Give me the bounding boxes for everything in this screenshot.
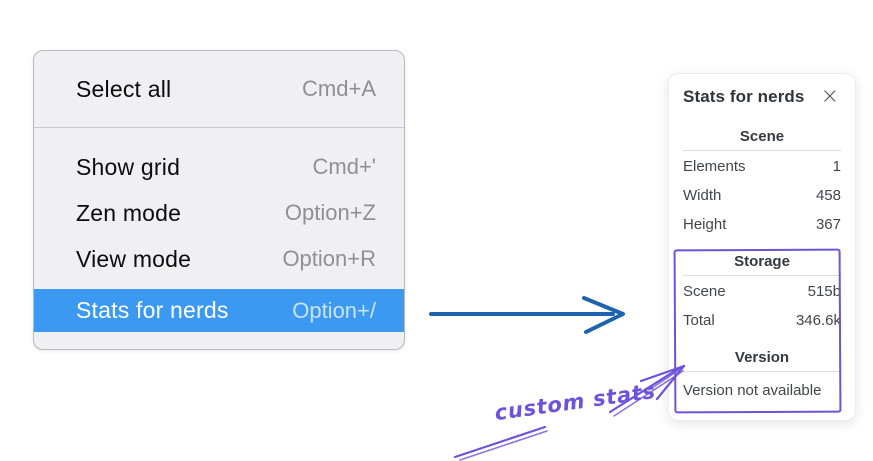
stat-label: Width (683, 187, 722, 204)
stats-panel-title: Stats for nerds (683, 87, 805, 106)
section-header-version: Version (734, 349, 790, 366)
menu-item-shortcut: Cmd+' (312, 154, 377, 179)
section-header-scene: Scene (739, 128, 785, 145)
pointer-arrow (429, 296, 625, 334)
section-divider (683, 371, 841, 372)
stat-row-height: Height 367 (683, 210, 841, 239)
custom-stats-annotation-label: custom stats (493, 378, 658, 426)
menu-item-shortcut: Option+R (282, 246, 376, 271)
section-header-storage: Storage (734, 253, 790, 270)
stat-label: Scene (683, 283, 726, 300)
stat-value: 346.6k (795, 312, 841, 329)
menu-item-select-all[interactable]: Select all Cmd+A (34, 51, 404, 127)
menu-group: Show grid Cmd+' Zen mode Option+Z View m… (34, 128, 404, 332)
menu-item-label: Show grid (76, 153, 181, 180)
context-menu: Select all Cmd+A Show grid Cmd+' Zen mod… (33, 50, 405, 350)
version-status-text: Version not available (683, 382, 822, 399)
stat-value: 1 (832, 158, 841, 175)
stat-row-elements: Elements 1 (683, 152, 841, 181)
section-divider (683, 275, 841, 276)
stat-label: Elements (683, 158, 746, 175)
annotation-arrow (453, 364, 686, 461)
menu-divider (34, 127, 404, 128)
menu-item-zen-mode[interactable]: Zen mode Option+Z (34, 190, 404, 236)
stat-row-total-size: Total 346.6k (683, 306, 841, 335)
menu-item-label: Zen mode (76, 199, 182, 226)
stats-panel-header: Stats for nerds × (683, 86, 841, 108)
stat-row-width: Width 458 (683, 181, 841, 210)
stat-value: 458 (815, 187, 841, 204)
menu-item-show-grid[interactable]: Show grid Cmd+' (34, 144, 404, 190)
stat-label: Height (683, 216, 727, 233)
stats-panel: Stats for nerds × Scene Elements 1 Width… (668, 73, 856, 421)
menu-item-shortcut: Option+/ (292, 297, 376, 323)
stat-label: Total (683, 312, 715, 329)
menu-item-label: Stats for nerds (76, 297, 229, 323)
stat-row-scene-size: Scene 515b (683, 277, 841, 306)
stat-value: 367 (815, 216, 841, 233)
menu-item-stats-for-nerds[interactable]: Stats for nerds Option+/ (34, 289, 404, 332)
section-divider (683, 150, 841, 151)
menu-item-label: View mode (76, 245, 192, 272)
menu-item-view-mode[interactable]: View mode Option+R (34, 236, 404, 282)
menu-item-shortcut: Option+Z (284, 200, 376, 225)
menu-item-label: Select all (76, 75, 172, 102)
menu-item-shortcut: Cmd+A (302, 76, 376, 101)
close-icon[interactable]: × (820, 84, 839, 109)
stat-value: 515b (807, 283, 841, 300)
